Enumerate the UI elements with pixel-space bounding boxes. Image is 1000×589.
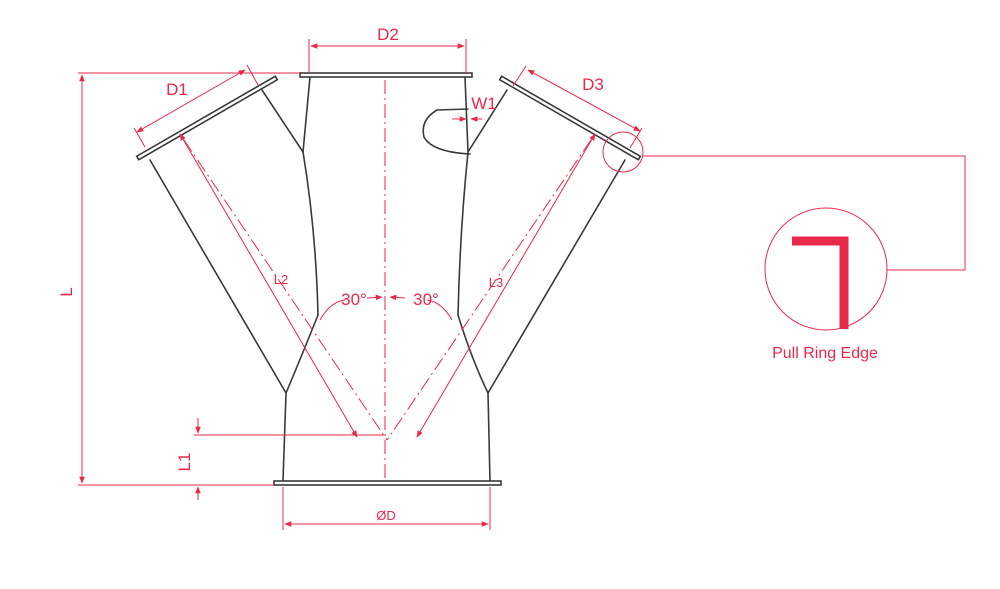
label-l1: L1 [175, 453, 194, 472]
label-l2: L2 [274, 272, 288, 287]
port-cap [422, 108, 471, 155]
label-angle-left: 30° [341, 290, 367, 309]
label-od: ØD [376, 508, 396, 523]
left-branch-flange [135, 75, 279, 161]
dimension-lines [78, 39, 643, 530]
label-w1: W1 [471, 94, 497, 113]
pull-ring-detail [602, 131, 966, 331]
detail-caption: Pull Ring Edge [772, 345, 878, 362]
pull-ring-edge-profile [792, 236, 849, 329]
right-branch-flange [498, 75, 642, 161]
label-l3: L3 [489, 275, 503, 290]
label-l: L [57, 287, 76, 296]
bottom-flange [273, 480, 502, 486]
label-d2: D2 [377, 25, 399, 44]
dimension-labels: D2 D1 D3 W1 L L1 L2 L3 ØD 30° 30° [57, 25, 604, 523]
label-d1: D1 [166, 80, 188, 99]
label-d3: D3 [582, 75, 604, 94]
pipe-body-outline [135, 72, 642, 486]
detail-source-circle [602, 131, 644, 173]
top-flange [299, 72, 473, 78]
detail-magnified-circle [764, 207, 888, 331]
center-lines [183, 80, 592, 478]
label-angle-right: 30° [413, 290, 439, 309]
